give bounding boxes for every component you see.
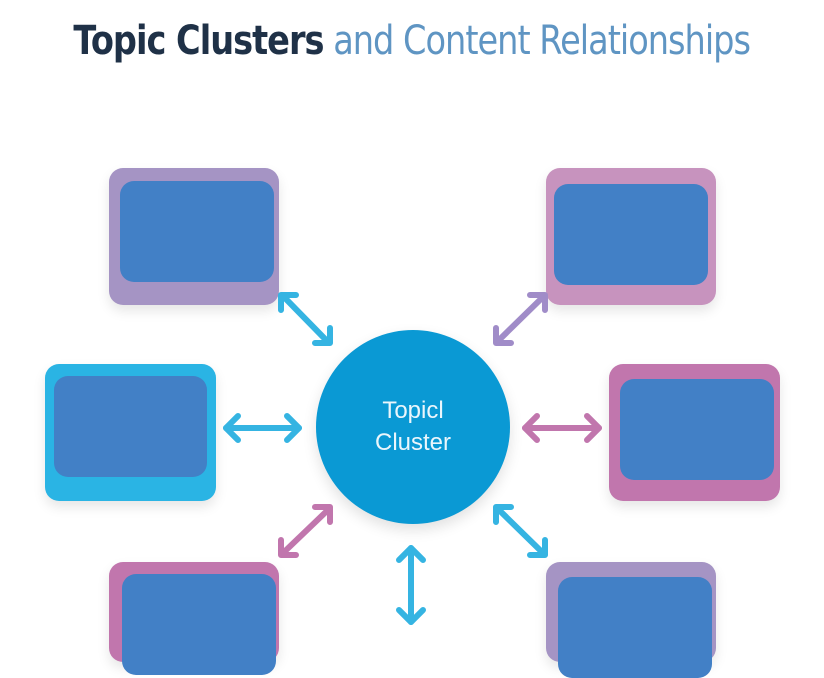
arrow-middle-left (223, 413, 302, 443)
content-node-middle-right (609, 364, 780, 501)
hub-label-line2: Cluster (374, 429, 452, 456)
content-node-middle-left (45, 364, 216, 501)
hub-label-line1: Topicl (382, 397, 444, 424)
content-card (120, 181, 274, 282)
title-bold: Topic Clusters (73, 18, 324, 64)
title-light: and Content Relationships (333, 18, 751, 64)
topic-cluster-hub: Topicl Cluster (316, 330, 510, 524)
arrow-top-left (278, 292, 333, 346)
arrow-bottom-left (278, 504, 333, 558)
arrow-middle-right (522, 413, 602, 443)
content-node-top-left (109, 168, 279, 305)
arrow-bottom-center (396, 545, 426, 625)
arrow-top-right (493, 292, 548, 346)
connector-arrows (223, 292, 602, 625)
content-card (554, 184, 708, 285)
diagram-title: Topic Clusters and Content Relationships (66, 18, 758, 64)
content-card (54, 376, 207, 477)
arrow-bottom-right (493, 504, 548, 558)
content-card (620, 379, 774, 480)
content-node-top-right (546, 168, 716, 305)
